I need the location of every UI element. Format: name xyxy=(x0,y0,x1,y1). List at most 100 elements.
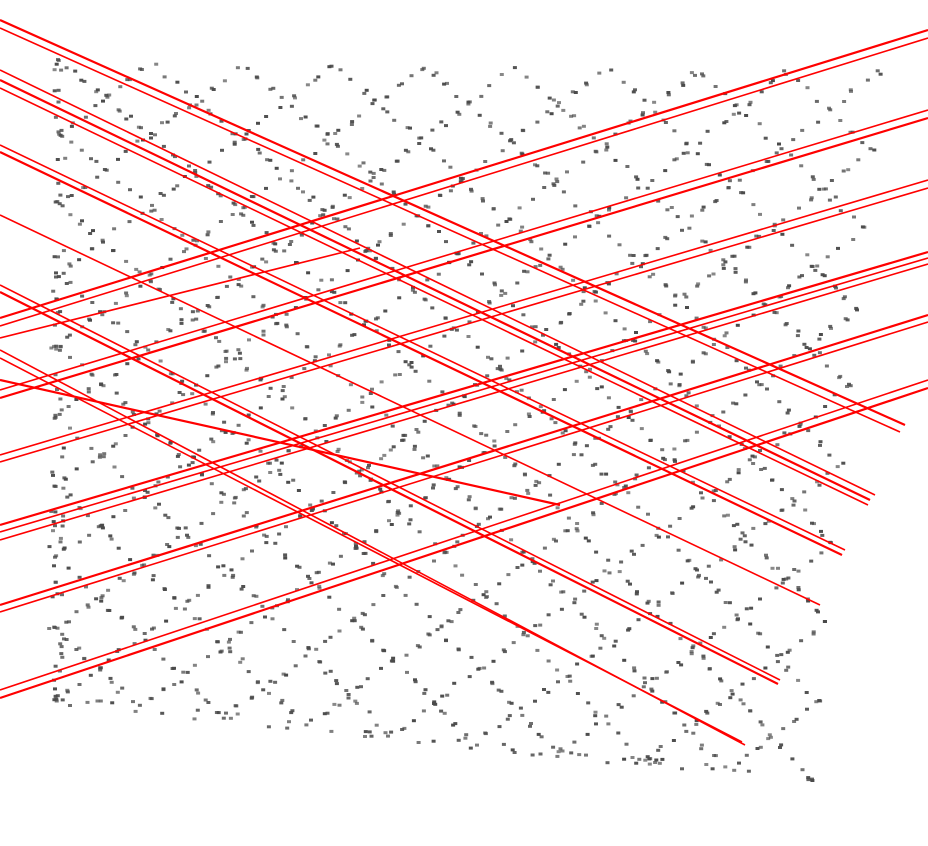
mesh-point xyxy=(104,93,109,97)
mesh-point xyxy=(329,521,334,525)
mesh-point xyxy=(219,500,224,504)
mesh-point xyxy=(555,754,560,758)
mesh-point xyxy=(777,142,781,146)
mesh-point xyxy=(493,283,497,287)
mesh-point xyxy=(256,147,261,151)
mesh-point xyxy=(815,480,820,484)
mesh-point xyxy=(53,115,58,119)
mesh-point xyxy=(53,200,58,204)
mesh-point xyxy=(51,520,56,524)
mesh-point xyxy=(814,608,819,612)
mesh-point xyxy=(134,267,139,271)
mesh-point xyxy=(561,190,566,194)
mesh-point xyxy=(362,91,367,95)
mesh-point xyxy=(798,423,803,427)
mesh-point xyxy=(695,284,700,288)
mesh-point xyxy=(558,747,563,751)
mesh-point xyxy=(596,221,601,225)
mesh-point xyxy=(95,88,100,92)
mesh-point xyxy=(384,413,389,417)
mesh-point xyxy=(615,483,620,487)
mesh-point xyxy=(473,507,478,511)
mesh-point xyxy=(579,453,584,457)
mesh-point xyxy=(60,593,64,597)
mesh-point xyxy=(744,607,749,611)
mesh-point xyxy=(475,345,480,349)
mesh-point xyxy=(264,231,269,235)
mesh-point xyxy=(280,698,285,702)
mesh-point xyxy=(125,78,130,82)
mesh-point xyxy=(619,560,624,564)
mesh-point xyxy=(56,181,61,185)
mesh-point xyxy=(475,743,479,747)
mesh-point xyxy=(779,743,784,747)
mesh-point xyxy=(497,582,502,586)
mesh-point xyxy=(149,136,153,140)
mesh-point xyxy=(593,299,598,303)
mesh-point xyxy=(845,318,850,322)
mesh-point xyxy=(111,321,116,325)
mesh-point xyxy=(61,249,66,253)
mesh-point xyxy=(527,415,532,418)
mesh-point xyxy=(101,99,105,103)
mesh-point xyxy=(571,278,576,282)
mesh-point xyxy=(524,75,529,79)
mesh-point xyxy=(152,648,157,651)
mesh-point xyxy=(74,467,79,471)
detected-line xyxy=(0,357,743,743)
mesh-point xyxy=(634,473,639,477)
mesh-point xyxy=(666,93,671,97)
mesh-point xyxy=(85,603,90,607)
mesh-point xyxy=(539,247,544,251)
mesh-point xyxy=(345,152,350,156)
mesh-point xyxy=(381,648,386,652)
mesh-point xyxy=(170,300,175,304)
mesh-point xyxy=(519,151,524,155)
mesh-point xyxy=(463,736,468,740)
mesh-point xyxy=(498,364,502,368)
mesh-point xyxy=(678,637,683,641)
mesh-point xyxy=(532,561,537,565)
mesh-point xyxy=(681,83,686,87)
mesh-point xyxy=(796,586,801,589)
mesh-point xyxy=(58,193,63,197)
mesh-point xyxy=(374,329,379,333)
mesh-point xyxy=(74,610,79,614)
mesh-point xyxy=(128,188,132,192)
mesh-point xyxy=(483,160,488,163)
mesh-point xyxy=(628,119,633,123)
mesh-point xyxy=(548,583,553,587)
mesh-point xyxy=(333,132,338,135)
mesh-point xyxy=(727,179,732,183)
mesh-point xyxy=(535,164,540,168)
mesh-point xyxy=(528,724,532,728)
mesh-point xyxy=(617,570,622,574)
mesh-point xyxy=(749,606,754,610)
mesh-point xyxy=(224,360,228,364)
mesh-point xyxy=(354,239,359,243)
mesh-point xyxy=(730,254,735,258)
mesh-point xyxy=(245,66,250,70)
mesh-point xyxy=(557,101,561,105)
mesh-point xyxy=(593,149,598,153)
mesh-point xyxy=(65,690,70,694)
mesh-point xyxy=(177,526,181,530)
mesh-point xyxy=(137,703,142,707)
mesh-point xyxy=(811,632,816,636)
mesh-point xyxy=(289,104,294,108)
mesh-point xyxy=(358,474,363,478)
mesh-point xyxy=(766,737,771,741)
mesh-point xyxy=(89,157,93,161)
mesh-point xyxy=(795,334,800,338)
mesh-point xyxy=(77,683,82,686)
mesh-point xyxy=(533,163,537,167)
mesh-point xyxy=(100,313,105,317)
mesh-point xyxy=(763,136,768,140)
mesh-point xyxy=(206,108,211,112)
mesh-point xyxy=(471,241,476,245)
mesh-point xyxy=(684,394,689,398)
mesh-point xyxy=(700,496,705,500)
mesh-point xyxy=(797,206,801,210)
mesh-point xyxy=(98,699,103,703)
